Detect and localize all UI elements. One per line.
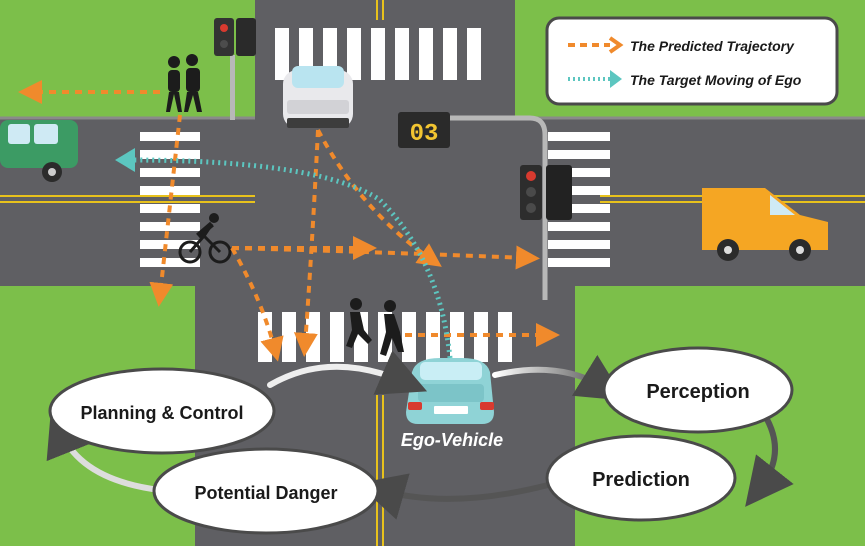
cycle-arrows — [46, 350, 794, 520]
traffic-light-icon — [214, 18, 256, 120]
ego-target-trajectory — [115, 148, 453, 359]
running-pedestrians-icon — [346, 298, 404, 356]
cyclist-icon — [178, 213, 232, 264]
white-car-icon — [283, 66, 353, 128]
legend-target-label: The Target Moving of Ego — [630, 72, 802, 88]
traffic-light-right — [450, 115, 572, 300]
legend: The Predicted Trajectory The Target Movi… — [545, 16, 839, 106]
predicted-trajectories — [18, 80, 560, 362]
planning-control-node: Planning & Control — [48, 367, 276, 455]
perception-label: Perception — [646, 381, 749, 403]
prediction-node: Prediction — [545, 434, 737, 522]
countdown-display: 03 — [398, 112, 450, 148]
pedestrian-pair-icon — [166, 54, 202, 112]
van-icon — [702, 188, 828, 261]
crosswalk-north — [275, 28, 481, 80]
potential-danger-label: Potential Danger — [194, 483, 337, 503]
legend-predicted-label: The Predicted Trajectory — [630, 38, 795, 54]
suv-icon — [0, 120, 78, 182]
planning-control-label: Planning & Control — [81, 403, 244, 423]
ego-car-icon — [406, 358, 494, 424]
crosswalk-east — [548, 132, 610, 267]
prediction-label: Prediction — [592, 469, 690, 491]
countdown-value: 03 — [410, 121, 439, 148]
perception-node: Perception — [602, 346, 794, 434]
potential-danger-node: Potential Danger — [152, 447, 380, 535]
ego-vehicle-label: Ego-Vehicle — [401, 430, 503, 450]
